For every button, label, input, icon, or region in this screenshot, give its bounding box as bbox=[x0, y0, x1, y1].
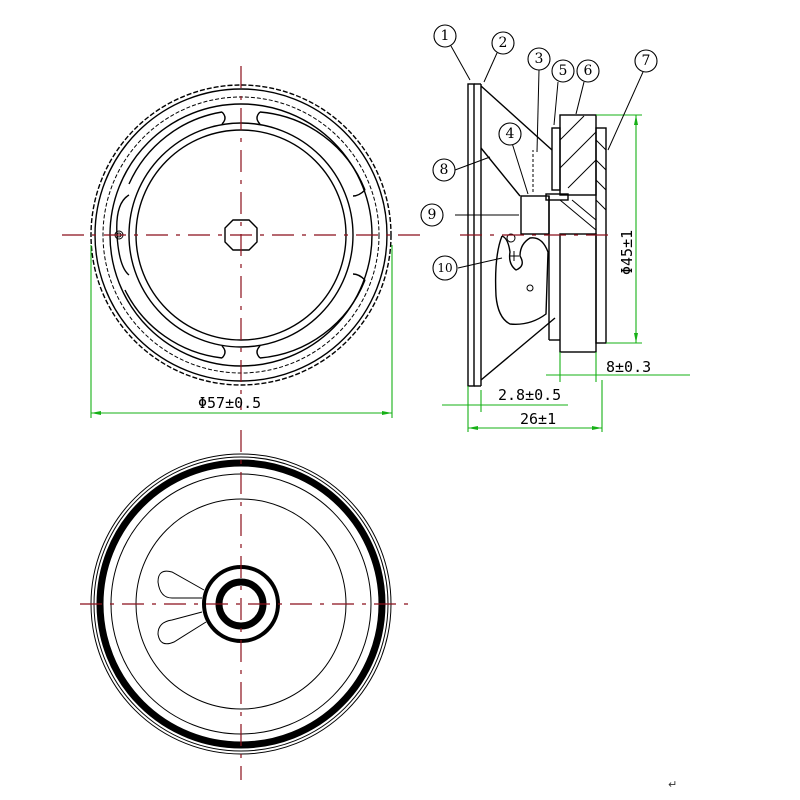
callout-8: 8 bbox=[432, 158, 456, 182]
outer-diameter-dimension: Φ57±0.5 bbox=[90, 245, 393, 418]
callout-leaders bbox=[450, 45, 644, 269]
overall-depth-label: 26±1 bbox=[520, 410, 556, 428]
callout-1: 1 bbox=[433, 24, 457, 48]
rear-view bbox=[80, 430, 410, 780]
outer-diameter-label: Φ57±0.5 bbox=[198, 394, 261, 412]
magnet-diameter-dimension: Φ45±1 bbox=[596, 114, 642, 344]
front-view bbox=[62, 66, 420, 410]
magnet-depth-label: 8±0.3 bbox=[606, 358, 651, 376]
magnet-depth-dimension: 8±0.3 bbox=[546, 352, 690, 382]
svg-text:8: 8 bbox=[440, 162, 449, 178]
svg-text:1: 1 bbox=[441, 28, 450, 44]
svg-text:2: 2 bbox=[499, 35, 508, 51]
side-section-view bbox=[460, 83, 615, 387]
callout-9: 9 bbox=[420, 203, 444, 227]
paragraph-mark: ↵ bbox=[668, 778, 678, 791]
svg-text:4: 4 bbox=[506, 126, 515, 142]
callout-5: 5 bbox=[551, 59, 575, 83]
svg-text:9: 9 bbox=[428, 207, 437, 223]
depth-dimensions: 2.8±0.5 26±1 bbox=[442, 380, 603, 432]
callout-10: 10 bbox=[432, 255, 458, 281]
svg-text:6: 6 bbox=[584, 63, 593, 79]
svg-text:7: 7 bbox=[642, 53, 651, 69]
svg-text:3: 3 bbox=[535, 51, 544, 67]
svg-text:10: 10 bbox=[437, 261, 452, 275]
callout-7: 7 bbox=[634, 49, 658, 73]
magnet-diameter-label: Φ45±1 bbox=[618, 230, 636, 275]
frame-flange-label: 2.8±0.5 bbox=[498, 386, 561, 404]
callout-4: 4 bbox=[498, 122, 522, 146]
svg-text:5: 5 bbox=[559, 63, 568, 79]
callout-3: 3 bbox=[527, 47, 551, 71]
callout-6: 6 bbox=[576, 59, 600, 83]
callout-2: 2 bbox=[491, 31, 515, 55]
